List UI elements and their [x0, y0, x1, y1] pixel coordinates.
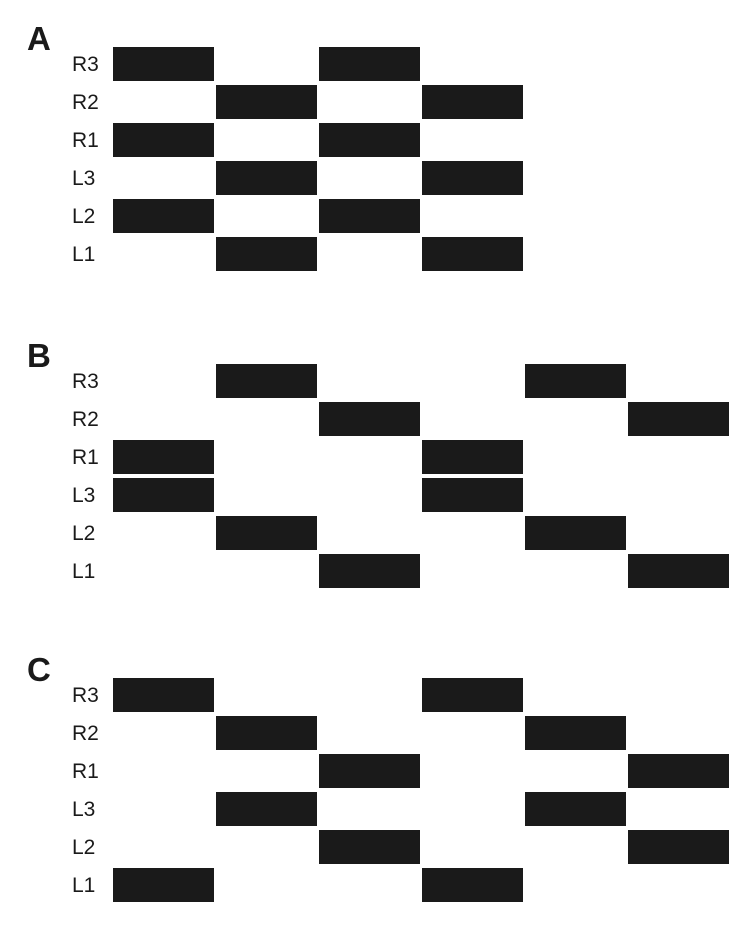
leg-label-l2: L2: [72, 205, 95, 228]
stance-bar-l2: [113, 199, 214, 233]
leg-label-l2: L2: [72, 522, 95, 545]
stance-bar-l1: [422, 868, 523, 902]
stance-bar-r2: [216, 85, 317, 119]
stance-bar-r3: [422, 678, 523, 712]
stance-bar-l2: [525, 516, 626, 550]
stance-bar-l2: [628, 830, 729, 864]
stance-bar-l1: [628, 554, 729, 588]
stance-bar-r2: [216, 716, 317, 750]
stance-bar-l3: [422, 478, 523, 512]
stance-bar-l1: [216, 237, 317, 271]
leg-label-r1: R1: [72, 129, 99, 152]
stance-bar-r2: [628, 402, 729, 436]
stance-bar-l2: [319, 199, 420, 233]
stance-bar-r3: [216, 364, 317, 398]
panel-letter: B: [27, 337, 51, 374]
stance-bar-r3: [525, 364, 626, 398]
stance-bar-r1: [422, 440, 523, 474]
stance-bar-r1: [113, 440, 214, 474]
stance-bar-r1: [113, 123, 214, 157]
leg-label-r2: R2: [72, 722, 99, 745]
stance-bar-r2: [319, 402, 420, 436]
leg-label-r2: R2: [72, 408, 99, 431]
stance-bar-l1: [113, 868, 214, 902]
leg-label-r3: R3: [72, 370, 99, 393]
stance-bar-l3: [216, 792, 317, 826]
leg-label-l3: L3: [72, 484, 95, 507]
leg-label-r3: R3: [72, 684, 99, 707]
stance-bar-l1: [319, 554, 420, 588]
stance-bar-r3: [319, 47, 420, 81]
stance-bar-l3: [422, 161, 523, 195]
leg-label-l1: L1: [72, 243, 95, 266]
leg-label-l1: L1: [72, 874, 95, 897]
stance-bar-l3: [216, 161, 317, 195]
leg-label-l2: L2: [72, 836, 95, 859]
leg-label-r1: R1: [72, 760, 99, 783]
leg-label-r1: R1: [72, 446, 99, 469]
stance-bar-r3: [113, 678, 214, 712]
stance-bar-l3: [525, 792, 626, 826]
stance-bar-r2: [525, 716, 626, 750]
stance-bar-r2: [422, 85, 523, 119]
stance-bar-l2: [319, 830, 420, 864]
leg-label-r2: R2: [72, 91, 99, 114]
stance-bar-r1: [319, 754, 420, 788]
stance-bar-r3: [113, 47, 214, 81]
stance-bar-l2: [216, 516, 317, 550]
stance-bar-l3: [113, 478, 214, 512]
leg-label-l3: L3: [72, 798, 95, 821]
leg-label-r3: R3: [72, 53, 99, 76]
panel-letter: A: [27, 20, 51, 57]
stance-bar-r1: [628, 754, 729, 788]
stance-bar-r1: [319, 123, 420, 157]
stance-bar-l1: [422, 237, 523, 271]
panel-letter: C: [27, 651, 51, 688]
leg-label-l3: L3: [72, 167, 95, 190]
leg-label-l1: L1: [72, 560, 95, 583]
